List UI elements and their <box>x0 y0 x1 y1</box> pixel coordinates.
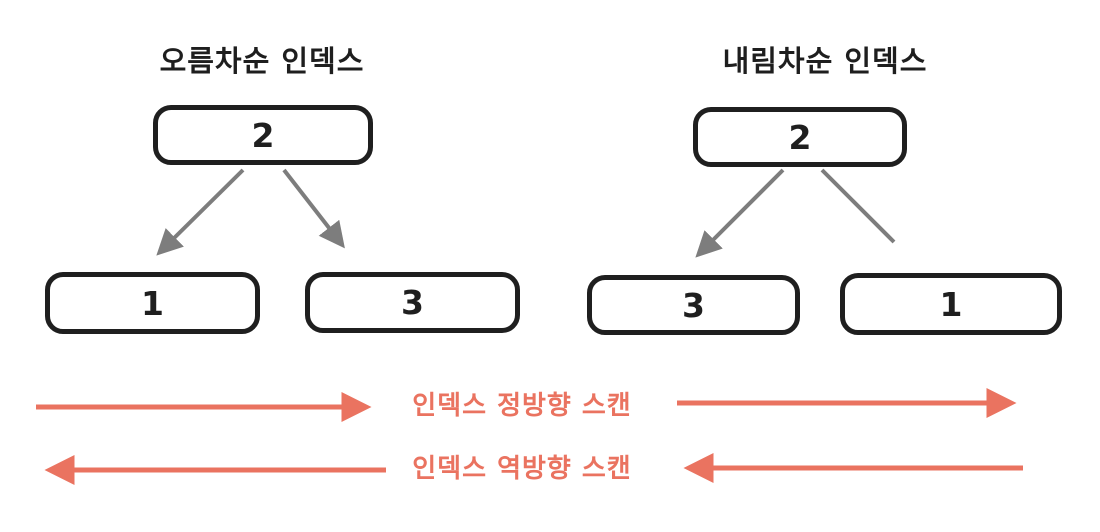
ascending-edge-root-to-right-icon <box>282 168 345 249</box>
ascending-left-child-node: 1 <box>45 272 260 334</box>
ascending-index-title: 오름차순 인덱스 <box>159 44 365 78</box>
descending-left-child-node: 3 <box>587 275 800 335</box>
forward-scan-label: 인덱스 정방향 스캔 <box>412 390 632 421</box>
descending-root-node: 2 <box>693 107 907 167</box>
descending-edge-root-to-left-icon <box>695 168 785 258</box>
descending-right-child-node: 1 <box>840 273 1062 335</box>
descending-edge-root-to-right-icon <box>820 168 896 244</box>
descending-index-title: 내림차순 인덱스 <box>722 44 928 78</box>
backward-scan-label: 인덱스 역방향 스캔 <box>412 453 632 484</box>
ascending-edge-root-to-left-icon <box>156 168 245 256</box>
ascending-root-node: 2 <box>153 105 373 165</box>
ascending-right-child-node: 3 <box>305 272 520 333</box>
